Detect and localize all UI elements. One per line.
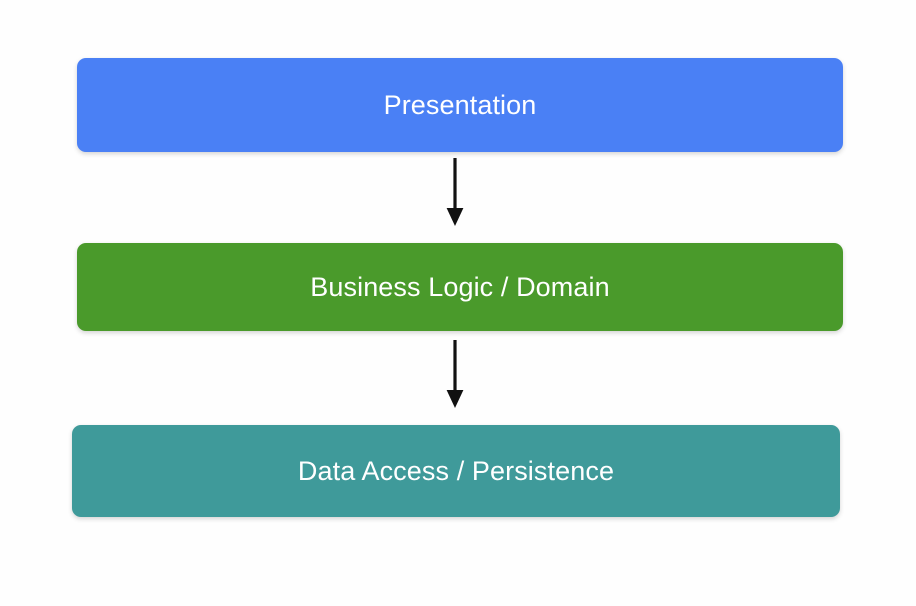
layer-label-data-access: Data Access / Persistence xyxy=(297,455,615,486)
down-arrow-icon-presentation-to-business xyxy=(435,158,475,228)
layer-label-business-logic: Business Logic / Domain xyxy=(310,271,610,302)
layer-box-data-access[interactable]: Data Access / Persistence xyxy=(72,425,840,517)
layer-box-business-logic[interactable]: Business Logic / Domain xyxy=(77,243,843,331)
layer-label-presentation: Presentation xyxy=(383,89,537,120)
down-arrow-icon-business-to-data xyxy=(435,340,475,410)
layer-box-presentation[interactable]: Presentation xyxy=(77,58,843,152)
